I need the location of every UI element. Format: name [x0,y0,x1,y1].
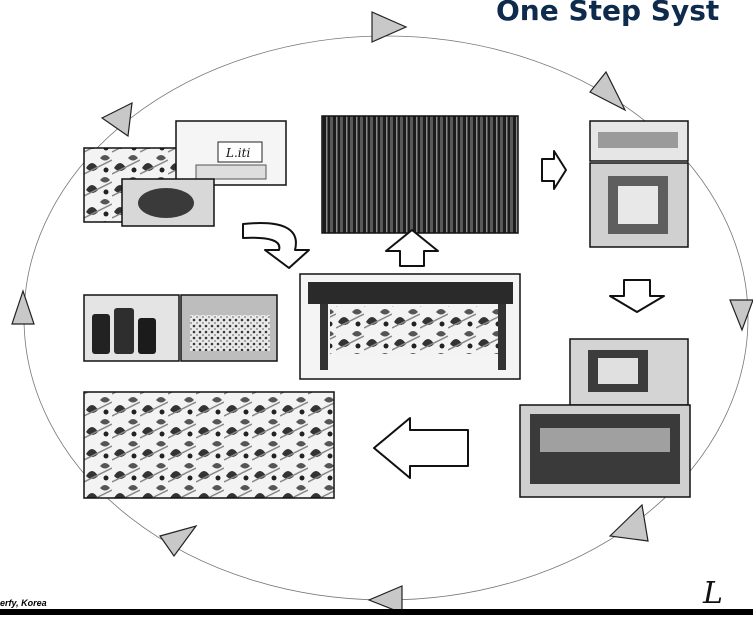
ink-and-media-photos [83,294,278,362]
cycle-arrow-icon [11,11,753,614]
wide-format-printer-photo [299,273,521,380]
flow-arrow-icon [242,150,665,479]
fabric-card-label: L.iti [225,146,250,160]
footer-logo: L [702,576,723,611]
footer-rule [0,609,753,615]
finished-fabric-photo [83,391,335,499]
slide-title: One Step Syst [496,0,719,27]
steaming-washing-machine-photos [519,338,691,498]
footer-text: erfy, Korea [0,598,47,608]
printed-fabric-photo [321,115,519,234]
finishing-equipment-photos [589,120,689,248]
fabric-sample-photos: L.iti [83,120,287,227]
